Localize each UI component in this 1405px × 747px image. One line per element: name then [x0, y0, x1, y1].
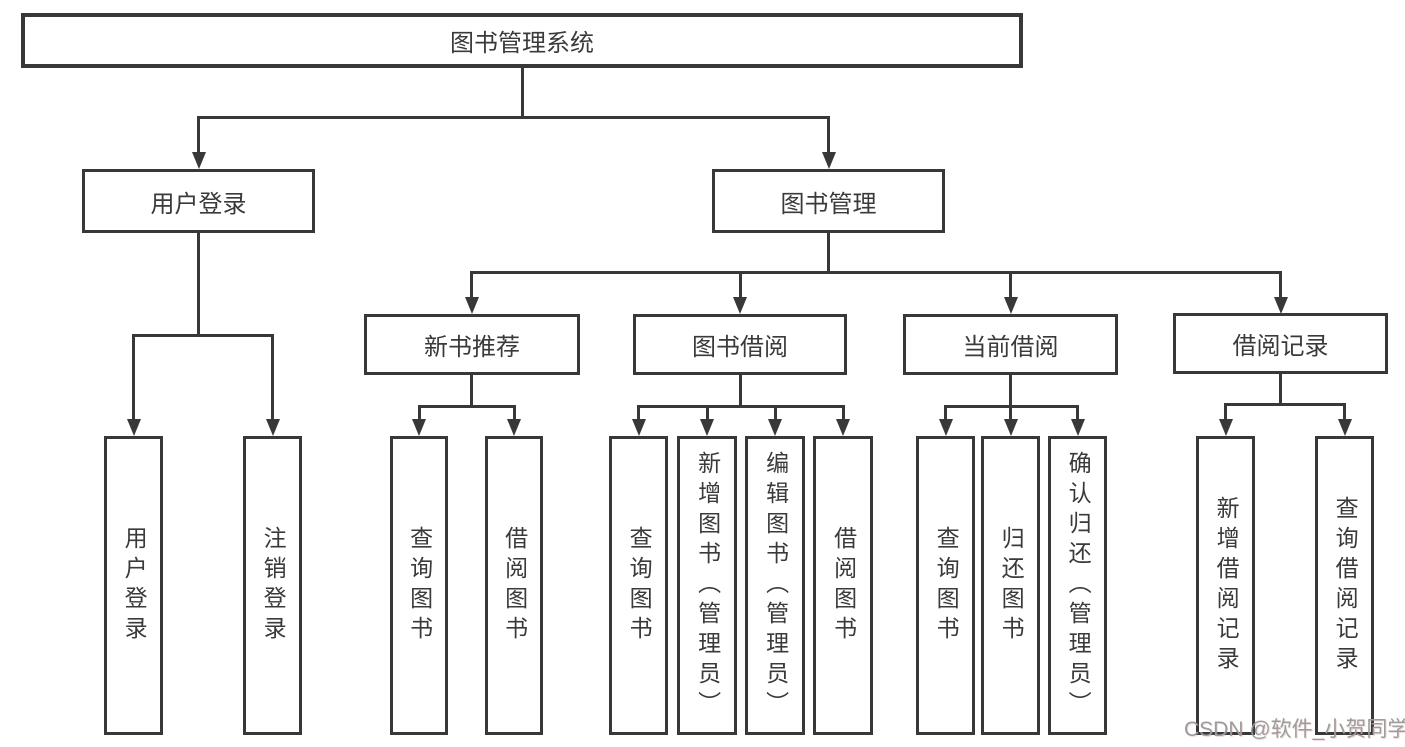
node-label: 查询图书	[933, 525, 960, 646]
connector-line-vertical	[738, 272, 742, 299]
connector-line-vertical	[417, 406, 421, 422]
connector-line-vertical	[827, 117, 830, 154]
arrowhead-down-icon	[412, 419, 426, 436]
arrowhead-down-icon	[836, 419, 850, 436]
leaf-add-books-admin: 新增图书（管理员）	[677, 436, 737, 735]
leaf-add-borrow-record: 新增借阅记录	[1196, 436, 1255, 735]
connector-line-vertical	[1009, 375, 1012, 408]
connector-line-vertical	[271, 335, 274, 420]
csdn-watermark: CSDN @软件_小贺同学	[1184, 718, 1405, 741]
node-label: 归还图书	[998, 525, 1025, 646]
leaf-edit-books-admin: 编辑图书（管理员）	[745, 436, 805, 735]
connector-line-vertical	[841, 406, 845, 422]
arrowhead-down-icon	[821, 152, 836, 169]
node-book-borrowing: 图书借阅	[633, 314, 847, 375]
arrowhead-down-icon	[938, 419, 953, 436]
node-new-book-recommendation: 新书推荐	[364, 314, 580, 375]
connector-line-vertical	[470, 272, 473, 299]
connector-line-horizontal	[132, 333, 274, 337]
connector-line-vertical	[1279, 272, 1282, 299]
node-label: 编辑图书（管理员）	[762, 450, 789, 721]
connector-line-vertical	[773, 406, 777, 422]
arrowhead-down-icon	[768, 419, 782, 436]
connector-line-vertical	[1224, 404, 1227, 422]
connector-line-vertical	[470, 375, 473, 408]
arrowhead-down-icon	[265, 419, 280, 436]
arrowhead-down-icon	[126, 419, 141, 436]
arrowhead-down-icon	[191, 152, 206, 169]
connector-line-vertical	[1009, 272, 1012, 299]
arrowhead-down-icon	[1273, 297, 1288, 314]
connector-line-vertical	[197, 117, 200, 154]
arrowhead-down-icon	[507, 419, 521, 436]
arrowhead-down-icon	[700, 419, 714, 436]
connector-line-horizontal	[470, 270, 1282, 274]
node-current-borrowing: 当前借阅	[903, 314, 1118, 375]
node-label: 查询图书	[406, 525, 433, 646]
leaf-borrow-books-borrowing: 借阅图书	[813, 436, 873, 735]
arrowhead-down-icon	[1218, 419, 1233, 436]
leaf-search-borrow-record: 查询借阅记录	[1315, 436, 1374, 735]
node-label: 图书管理	[780, 190, 877, 218]
arrowhead-down-icon	[1003, 297, 1018, 314]
connector-line-vertical	[738, 375, 742, 408]
node-label: 当前借阅	[962, 334, 1059, 361]
node-library-management-system: 图书管理系统	[21, 13, 1023, 68]
node-label: 查询图书	[626, 525, 653, 646]
connector-line-vertical	[197, 233, 200, 337]
node-label: 借阅图书	[830, 525, 857, 646]
arrowhead-down-icon	[1337, 419, 1352, 436]
arrowhead-down-icon	[733, 297, 747, 314]
node-label: 新增借阅记录	[1213, 495, 1240, 676]
arrowhead-down-icon	[1003, 419, 1018, 436]
node-label: 确认归还（管理员）	[1065, 450, 1092, 721]
node-user-login: 用户登录	[82, 169, 315, 233]
connector-line-horizontal	[197, 115, 830, 119]
node-label: 图书借阅	[692, 334, 788, 361]
arrowhead-down-icon	[1070, 419, 1085, 436]
connector-line-vertical	[637, 406, 640, 422]
node-label: 用户登录	[150, 190, 247, 218]
connector-line-vertical	[1343, 404, 1346, 422]
leaf-confirm-return-admin: 确认归还（管理员）	[1048, 436, 1107, 735]
connector-line-horizontal	[417, 404, 516, 408]
connector-line-vertical	[1279, 374, 1282, 406]
node-label: 用户登录	[121, 525, 148, 646]
connector-line-vertical	[132, 335, 135, 420]
node-borrowing-records: 借阅记录	[1173, 313, 1388, 374]
connector-line-vertical	[944, 406, 947, 422]
leaf-user-login: 用户登录	[104, 436, 163, 735]
connector-line-vertical	[512, 406, 516, 422]
leaf-return-books: 归还图书	[981, 436, 1040, 735]
connector-line-horizontal	[944, 404, 1079, 408]
connector-line-vertical	[1009, 406, 1012, 422]
arrowhead-down-icon	[464, 297, 479, 314]
leaf-search-books-current: 查询图书	[916, 436, 975, 735]
leaf-logout: 注销登录	[243, 436, 302, 735]
leaf-borrow-books-recommend: 借阅图书	[485, 436, 543, 735]
leaf-search-books-borrowing: 查询图书	[609, 436, 668, 735]
node-label: 查询借阅记录	[1332, 495, 1359, 676]
arrowhead-down-icon	[631, 419, 646, 436]
node-label: 借阅记录	[1232, 333, 1329, 360]
leaf-search-books-recommend: 查询图书	[390, 436, 448, 735]
node-label: 注销登录	[260, 525, 287, 646]
node-label: 新增图书（管理员）	[694, 450, 721, 721]
connector-line-vertical	[1076, 406, 1079, 422]
connector-line-horizontal	[637, 404, 845, 408]
node-label: 借阅图书	[501, 525, 528, 646]
node-label: 新书推荐	[424, 334, 520, 361]
node-label: 图书管理系统	[450, 30, 594, 57]
connector-line-vertical	[827, 232, 830, 274]
connector-line-vertical	[705, 406, 709, 422]
connector-line-vertical	[521, 68, 524, 119]
node-book-management: 图书管理	[712, 169, 945, 233]
connector-line-horizontal	[1224, 402, 1346, 406]
